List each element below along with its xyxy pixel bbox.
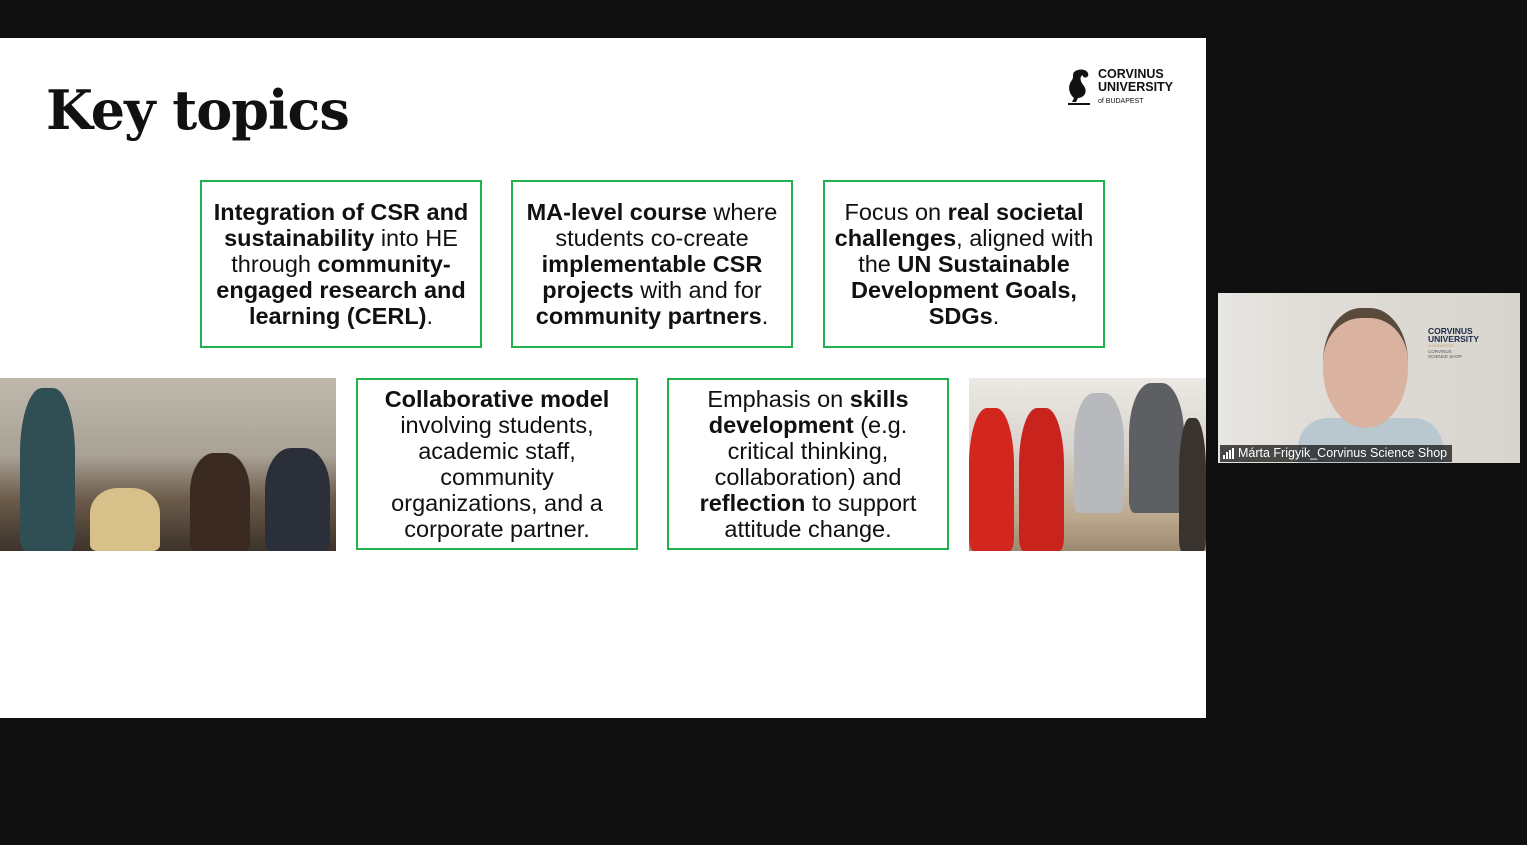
video-background-logo: CORVINUS UNIVERSITY of BUDAPEST CORVINUS… [1428,327,1479,359]
topic-text: Integration of CSR and sustainability in… [208,199,474,329]
bold-text-segment: skills development [708,386,909,438]
text-segment: Focus on [844,199,948,225]
bg-logo-line-1: CORVINUS [1428,326,1473,336]
text-segment: , aligned with the [858,225,1094,277]
bold-text-segment: implementable CSR projects [541,251,763,303]
participant-name: Márta Frigyik_Corvinus Science Shop [1238,446,1448,460]
bold-text-segment: reflection [699,490,806,516]
bold-text-segment: Collaborative model [384,386,610,412]
text-segment: to support attitude change. [724,490,917,542]
participant-video-tile[interactable]: CORVINUS UNIVERSITY of BUDAPEST CORVINUS… [1218,293,1520,463]
text-segment: involving students, academic staff, comm… [391,412,603,542]
participant-name-tag: Márta Frigyik_Corvinus Science Shop [1220,445,1453,462]
text-segment: with and for [633,277,762,303]
raven-logo-icon [1068,69,1090,105]
bold-text-segment: MA-level course [526,199,707,225]
text-segment: . [426,303,434,329]
topic-text: Focus on real societal challenges, align… [831,199,1097,329]
topic-box-collaborative-model: Collaborative model involving students, … [356,378,638,550]
bold-text-segment: community-engaged research and learning … [216,251,466,329]
topic-text: Emphasis on skills development (e.g. cri… [675,386,941,542]
text-segment: (e.g. critical thinking, collaboration) … [714,412,908,490]
text-segment: where students co-create [555,199,778,251]
slide-title: Key topics [46,78,350,142]
bold-text-segment: community partners [535,303,762,329]
participant-face [1323,308,1408,428]
bg-logo-line-4: CORVINUS [1428,349,1452,354]
bg-logo-line-5: SCIENCE SHOP [1428,354,1463,359]
topic-box-societal-challenges: Focus on real societal challenges, align… [823,180,1105,348]
classroom-photo [0,378,336,551]
text-segment: into HE through [231,225,458,277]
topic-box-ma-course: MA-level course where students co-create… [511,180,793,348]
text-segment: . [761,303,769,329]
topic-box-cerl: Integration of CSR and sustainability in… [200,180,482,348]
shared-slide: Key topics CORVINUS UNIVERSITY of BUDAPE… [0,38,1206,718]
bold-text-segment: UN Sustainable Development Goals, SDGs [851,251,1077,329]
topic-text: Collaborative model involving students, … [364,386,630,542]
connection-signal-icon [1223,447,1234,459]
group-photo [969,378,1206,551]
logo-line-2: UNIVERSITY [1098,80,1174,94]
text-segment: . [992,303,1000,329]
bold-text-segment: Integration of CSR and sustainability [213,199,469,251]
text-segment: Emphasis on [707,386,850,412]
topic-box-skills: Emphasis on skills development (e.g. cri… [667,378,949,550]
bold-text-segment: real societal challenges [834,199,1084,251]
logo-line-1: CORVINUS [1098,67,1164,81]
corvinus-logo: CORVINUS UNIVERSITY of BUDAPEST [1066,68,1173,108]
topic-text: MA-level course where students co-create… [519,199,785,329]
bg-logo-line-3: of BUDAPEST [1428,343,1455,348]
logo-line-3: of BUDAPEST [1098,98,1144,105]
bg-logo-line-2: UNIVERSITY [1428,334,1480,344]
